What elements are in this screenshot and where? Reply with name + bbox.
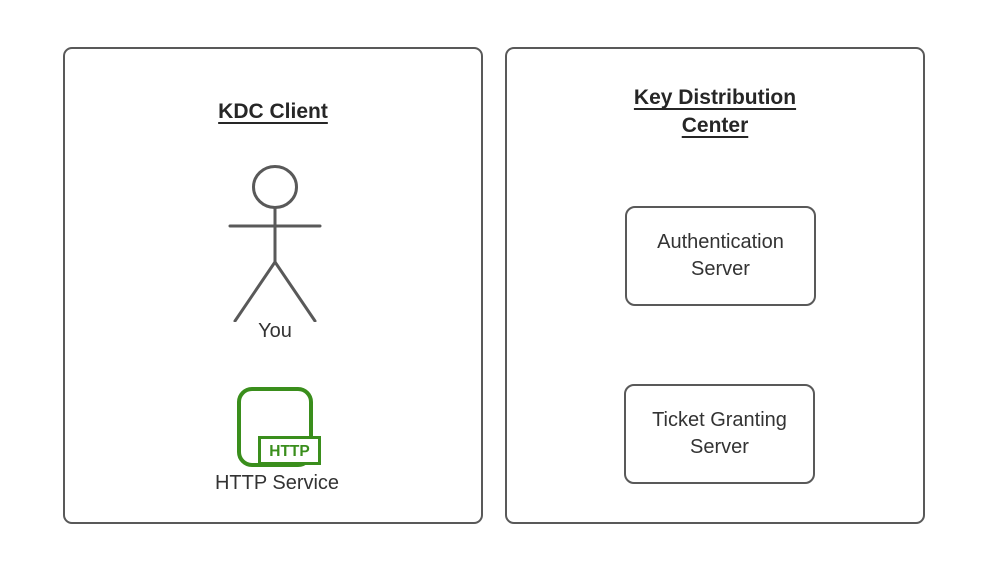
actor-left-leg bbox=[233, 260, 277, 322]
actor-head bbox=[252, 165, 298, 209]
http-badge-label: HTTP bbox=[269, 443, 309, 460]
ticket-granting-server-label-line-1: Ticket Granting bbox=[652, 409, 787, 431]
kdc-title-line-1: Key Distribution bbox=[633, 86, 797, 109]
authentication-server-label-line-1: Authentication bbox=[657, 231, 784, 253]
http-service-label: HTTP Service bbox=[214, 472, 340, 494]
actor-icon bbox=[228, 165, 322, 322]
kdc-title-line-2: Center bbox=[681, 114, 749, 137]
actor-right-leg bbox=[273, 260, 317, 322]
actor-label: You bbox=[258, 320, 292, 342]
kdc-client-title: KDC Client bbox=[218, 100, 328, 123]
http-service-icon: HTTP bbox=[237, 387, 321, 467]
ticket-granting-server-node: Ticket Granting Server bbox=[624, 384, 815, 484]
http-badge-box bbox=[258, 436, 321, 465]
authentication-server-node: Authentication Server bbox=[625, 206, 816, 306]
authentication-server-label-line-2: Server bbox=[691, 258, 750, 280]
ticket-granting-server-label-line-2: Server bbox=[690, 436, 749, 458]
key-distribution-center-title: Key Distribution Center bbox=[505, 84, 925, 140]
